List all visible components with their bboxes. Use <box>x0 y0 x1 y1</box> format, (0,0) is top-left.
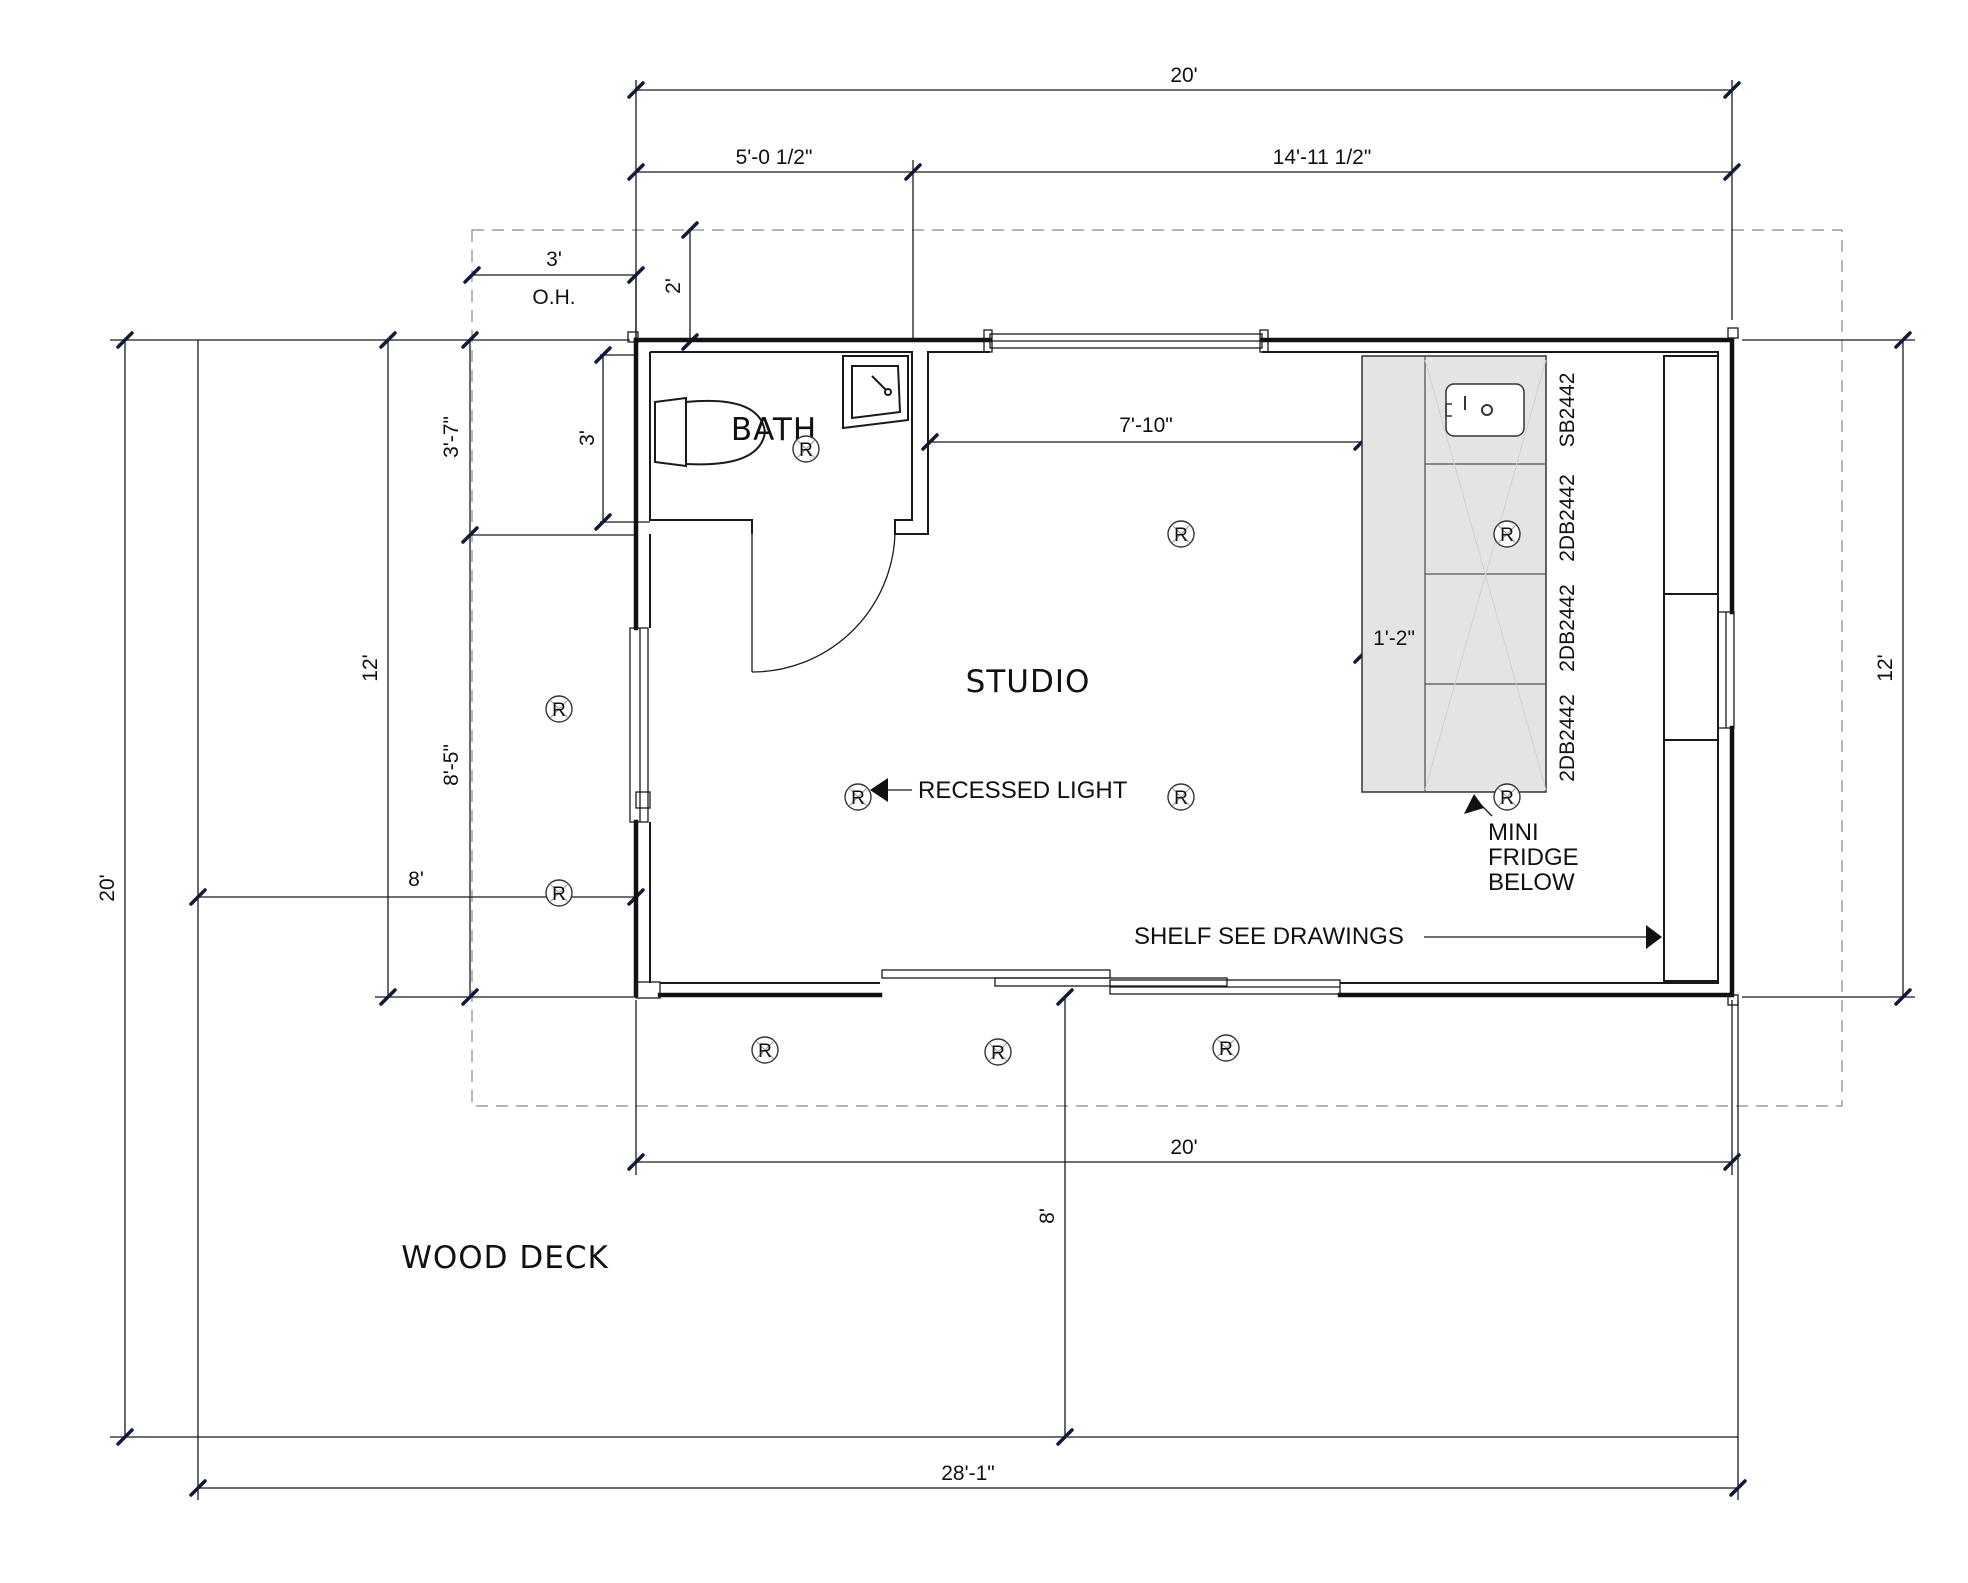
corner-posts <box>627 327 1739 1006</box>
studio-label: STUDIO <box>966 664 1091 700</box>
note-shelf: SHELF SEE DRAWINGS <box>1134 923 1404 950</box>
note-recessed-light: RECESSED LIGHT <box>918 777 1128 804</box>
recessed-light-symbol: R <box>984 1038 1012 1066</box>
recessed-light-letter: R <box>851 788 865 809</box>
dim-overhang-depth: 2' <box>662 278 685 294</box>
toilet <box>654 396 767 468</box>
dim-deck-total-height: 20' <box>96 874 119 901</box>
wall-shelf <box>1663 355 1719 982</box>
dim-bath-height: 3'-7" <box>440 416 463 458</box>
recessed-light-letter: R <box>758 1041 772 1062</box>
recessed-light-symbol: R <box>1167 520 1195 548</box>
dim-lower-left-wall: 8'-5" <box>440 744 463 786</box>
recessed-light-symbol: R <box>545 879 573 907</box>
mini-fridge-arrow <box>1464 794 1484 814</box>
dim-deck-depth: 8' <box>1036 1208 1059 1224</box>
dim-top-right-segment: 14'-11 1/2" <box>1273 146 1372 169</box>
cabinet-label-drawer-3: 2DB2442 <box>1556 694 1579 782</box>
windows <box>629 329 1735 823</box>
sliding-door <box>881 969 1341 995</box>
wood-deck-label: WOOD DECK <box>401 1240 609 1276</box>
recessed-light-letter: R <box>1219 1039 1233 1060</box>
recessed-light-letter: R <box>1174 525 1188 546</box>
recessed-light-symbol: R <box>1493 520 1521 548</box>
recessed-light-letter: R <box>552 700 566 721</box>
recessed-light-symbol: R <box>792 435 820 463</box>
dim-toilet-clearance: 3' <box>576 430 599 446</box>
bath-corner-sink <box>842 355 909 430</box>
recessed-light-letter: R <box>991 1043 1005 1064</box>
dimension-lines <box>124 89 1904 1489</box>
recessed-light-symbol: R <box>1493 783 1521 811</box>
note-mini-fridge-line3: BELOW <box>1488 869 1575 896</box>
dim-deck-total-width: 28'-1" <box>941 1462 995 1485</box>
recessed-light-arrow <box>870 778 888 802</box>
recessed-light-symbol: R <box>844 783 872 811</box>
cabinet-label-drawer-1: 2DB2442 <box>1556 474 1579 562</box>
recessed-light-symbol: R <box>1212 1034 1240 1062</box>
dimension-ticks <box>116 81 1912 1497</box>
dim-top-left-segment: 5'-0 1/2" <box>736 146 813 169</box>
dim-overhang: 3' <box>546 248 562 271</box>
wood-deck-outline <box>197 339 1739 1438</box>
dim-counter-distance: 7'-10" <box>1119 414 1173 437</box>
note-mini-fridge-line1: MINI <box>1488 819 1539 846</box>
bath-door <box>751 533 896 673</box>
shelf-arrow <box>1646 925 1662 949</box>
recessed-light-letter: R <box>799 440 813 461</box>
recessed-lights: R R R R R R R R R R R <box>545 435 1521 1066</box>
dim-overhang-label: O.H. <box>532 286 575 309</box>
recessed-light-letter: R <box>1174 788 1188 809</box>
recessed-light-symbol: R <box>751 1036 779 1064</box>
dim-right-wall: 12' <box>1874 654 1897 681</box>
cabinet-label-sink-base: SB2442 <box>1556 373 1579 448</box>
recessed-light-letter: R <box>552 884 566 905</box>
dim-left-wall: 12' <box>359 654 382 681</box>
note-mini-fridge-line2: FRIDGE <box>1488 844 1579 871</box>
dim-deck-width: 8' <box>408 868 424 891</box>
recessed-light-letter: R <box>1500 525 1514 546</box>
cabinet-label-drawer-2: 2DB2442 <box>1556 584 1579 672</box>
roof-overhang-outline <box>471 229 1843 1107</box>
recessed-light-symbol: R <box>1167 783 1195 811</box>
recessed-light-symbol: R <box>545 695 573 723</box>
dim-bottom-wall: 20' <box>1170 1136 1197 1159</box>
recessed-light-letter: R <box>1500 788 1514 809</box>
dim-counter-depth: 1'-2" <box>1373 627 1415 650</box>
kitchenette-counter <box>1361 355 1547 793</box>
dim-top-overall: 20' <box>1170 64 1197 87</box>
